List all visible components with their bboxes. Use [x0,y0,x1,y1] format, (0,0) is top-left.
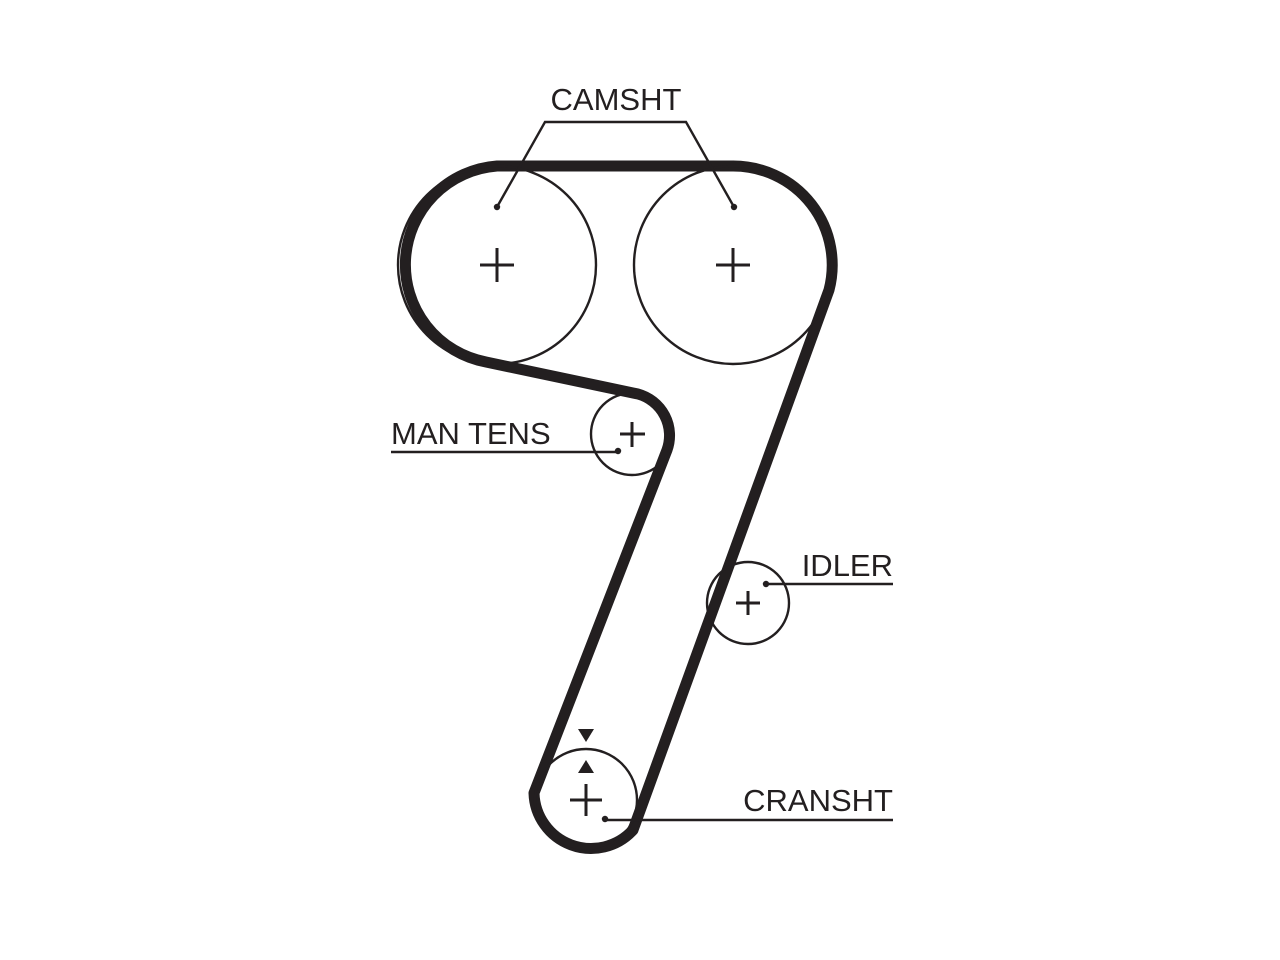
camshaft-pulley-right [632,164,834,366]
crankshaft-pulley [533,747,639,853]
timing-belt [399,160,838,854]
timing-mark-arrows [578,729,594,773]
idler-label: IDLER [802,548,893,583]
camshaft-label: CAMSHT [551,82,682,117]
crankshaft-label: CRANSHT [743,783,893,818]
camshaft-leader-lines [495,120,736,208]
manual-tensioner-pulley [589,391,675,477]
idler-pulley [705,560,791,646]
manual-tensioner-label: MAN TENS [391,416,551,451]
camshaft-pulley-left [396,164,598,366]
